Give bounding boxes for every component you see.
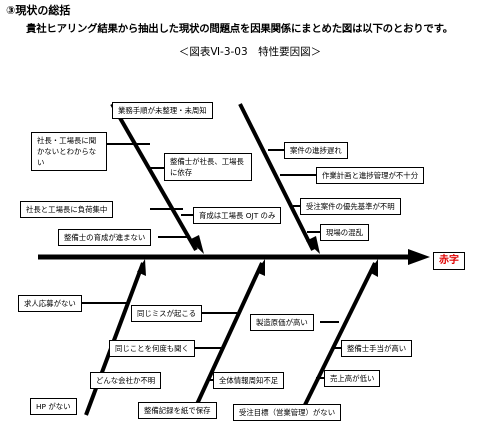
bone-upper-2 bbox=[238, 103, 315, 251]
figure-title: ＜図表Ⅵ-3-03 特性要因図＞ bbox=[178, 46, 322, 58]
cause-box-onaji-miss: 同じミスが起こる bbox=[131, 305, 203, 322]
bone-lower-3 bbox=[298, 262, 377, 416]
cause-box-ikusei-susumanai: 整備士の育成が進まない bbox=[58, 229, 152, 246]
cause-box-juchu-mokuhyo: 受注目標（営業管理）がない bbox=[233, 404, 342, 421]
bone-lower-3-head bbox=[369, 259, 378, 277]
cause-box-genba-konran: 現場の混乱 bbox=[320, 224, 369, 241]
cause-box-sagyo-keikaku: 作業計画と進捗管理が不十分 bbox=[316, 167, 425, 184]
cause-box-teate-takai: 整備士手当が高い bbox=[341, 340, 413, 357]
cause-box-joho-shuchi: 全体情報周知不足 bbox=[213, 372, 285, 389]
cause-box-ikusei-ojt: 育成は工場長 OJT のみ bbox=[193, 207, 282, 224]
cause-box-seizo-genka: 製造原価が高い bbox=[250, 314, 314, 331]
cause-box-futan-shuchu: 社長と工場長に負荷集中 bbox=[20, 201, 114, 218]
lead-sentence: 貴社ヒアリング結果から抽出した現状の問題点を因果関係にまとめた図は以下のとおりで… bbox=[26, 23, 453, 35]
cause-box-seibi-kiroku: 整備記録を紙で保存 bbox=[138, 402, 217, 419]
cause-box-uriage-hikui: 売上高が低い bbox=[324, 370, 381, 387]
cause-box-seibishi-izon: 整備士が社長、工場長に依存 bbox=[164, 153, 252, 181]
cause-box-shinchoku-okure: 案件の進捗遅れ bbox=[284, 142, 348, 159]
bone-upper-1-head bbox=[189, 235, 204, 254]
section-title: ③現状の総括 bbox=[6, 4, 71, 17]
cause-box-hp-ga-nai: HP がない bbox=[30, 398, 77, 415]
spine-arrowhead bbox=[408, 249, 430, 265]
bone-lower-1 bbox=[84, 262, 145, 416]
bone-upper-1 bbox=[110, 103, 198, 251]
bone-lower-2-head bbox=[256, 259, 265, 276]
cause-box-nando-kiku: 同じことを何度も聞く bbox=[109, 340, 195, 357]
bone-lower-1-head bbox=[137, 259, 146, 276]
cause-box-donna-kaisha: どんな会社か不明 bbox=[90, 372, 162, 389]
effect-box: 赤字 bbox=[433, 252, 465, 270]
bone-lower-2 bbox=[190, 262, 264, 416]
cause-box-shacho-kikanai: 社長・工場長に聞かないとわからない bbox=[31, 132, 107, 171]
cause-box-gyomu-tejun: 業務手順が未整理・未周知 bbox=[112, 102, 213, 119]
cause-box-yusen-kijun: 受注案件の優先基準が不明 bbox=[300, 198, 401, 215]
bone-upper-2-head bbox=[306, 236, 320, 254]
cause-box-kyujin-oubo: 求人応募がない bbox=[18, 295, 82, 312]
